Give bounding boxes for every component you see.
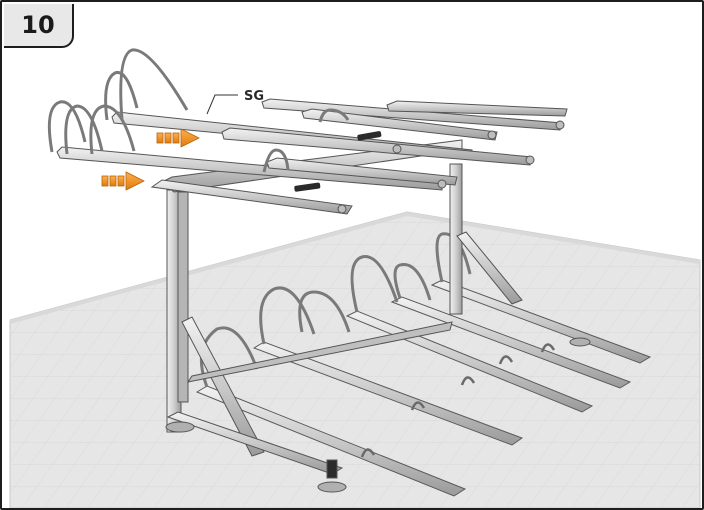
floor-plane (9, 211, 701, 508)
lower-tier-lift-arms (199, 232, 472, 388)
sg-callout: SG (206, 89, 264, 115)
arrow-right-icon (101, 171, 145, 191)
step-badge: 10 (4, 4, 74, 48)
support-frame (165, 163, 591, 493)
lower-tier-wheel-loops (360, 343, 556, 458)
upper-tier-rails (56, 98, 568, 215)
arrow-right-icon (156, 128, 200, 148)
lower-tier-rails (195, 279, 652, 497)
step-number: 10 (21, 11, 55, 39)
upper-tier-handles (294, 131, 382, 192)
sg-callout-label: SG (244, 89, 264, 104)
upper-tier-lift-arms (47, 48, 350, 173)
